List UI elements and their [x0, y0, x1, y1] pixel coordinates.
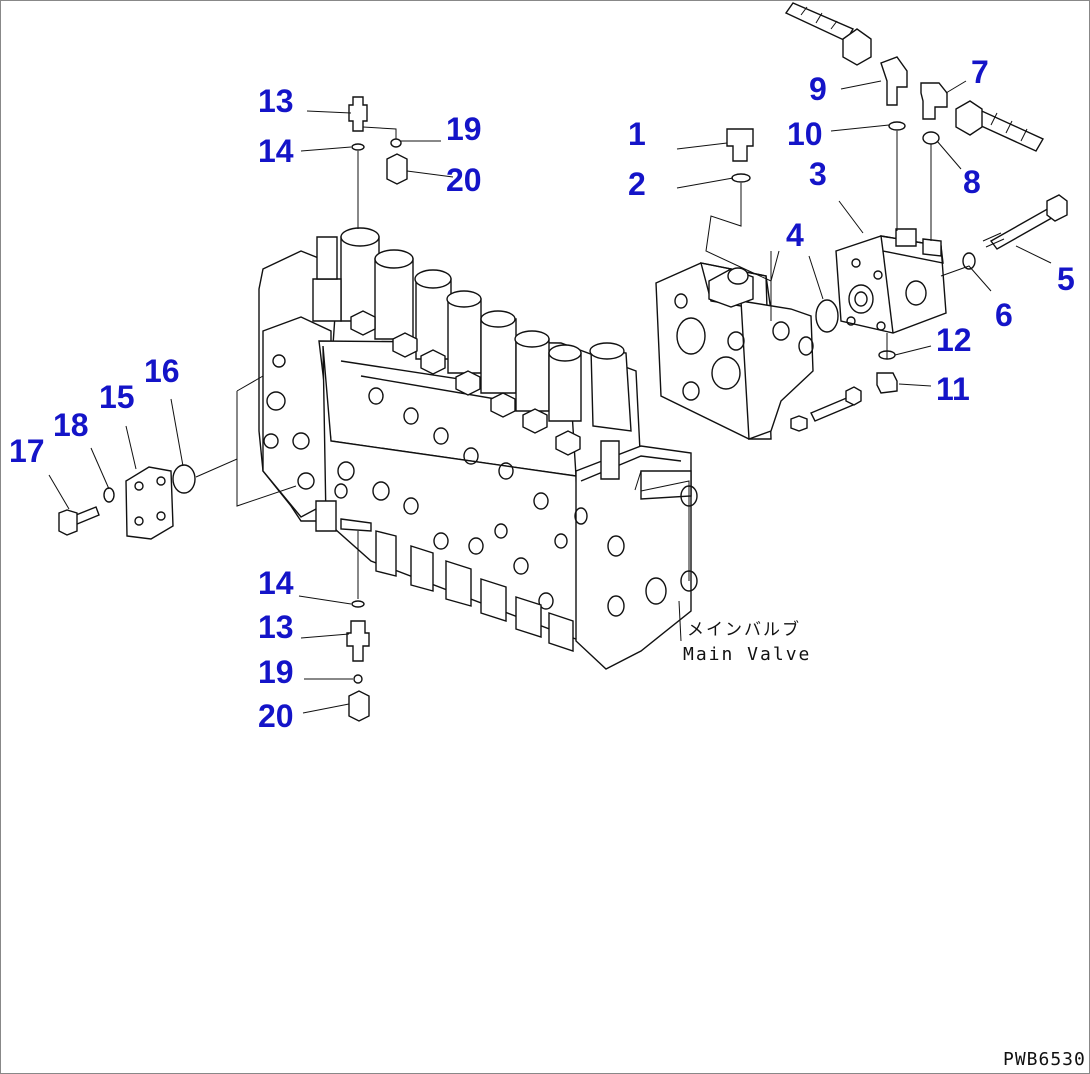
part-6-washer — [962, 252, 976, 270]
callout-12: 12 — [936, 322, 972, 358]
callout-20-top: 20 — [446, 162, 482, 198]
callout-1: 1 — [628, 116, 646, 152]
end-section-plate — [655, 262, 862, 440]
callout-2: 2 — [628, 166, 646, 202]
main-valve-body — [258, 227, 698, 670]
valve-block-3 — [835, 228, 947, 334]
drawing-code: PWB6530 — [1003, 1049, 1086, 1070]
callout-5: 5 — [1057, 261, 1075, 297]
callout-11: 11 — [936, 371, 970, 407]
callout-7: 7 — [971, 54, 989, 90]
callout-17: 17 — [9, 433, 45, 469]
part-8-oring — [922, 131, 940, 145]
parts-bottom — [346, 600, 370, 722]
hose-upper — [784, 2, 872, 66]
main-valve-label-jp: メインバルブ — [687, 619, 801, 640]
callout-3: 3 — [809, 156, 827, 192]
parts-top-left — [348, 96, 408, 185]
callout-8: 8 — [963, 164, 981, 200]
hose-lower — [955, 100, 1044, 152]
callout-13-bottom: 13 — [258, 609, 294, 645]
leader-lines — [48, 80, 1052, 714]
callout-14-top: 14 — [258, 133, 294, 169]
callout-18: 18 — [53, 407, 89, 443]
callout-10: 10 — [787, 116, 823, 152]
callout-15: 15 — [99, 379, 135, 415]
parts-left — [58, 464, 196, 540]
part-2-oring — [731, 173, 751, 183]
part-4-oring — [815, 299, 839, 333]
callout-9: 9 — [809, 71, 827, 107]
callout-14-bottom: 14 — [258, 565, 294, 601]
part-1-plug — [726, 128, 754, 162]
part-10-oring — [888, 121, 906, 131]
callout-13-top: 13 — [258, 83, 294, 119]
callout-6: 6 — [995, 297, 1013, 333]
part-11-fitting — [876, 372, 898, 394]
main-valve-label-en: Main Valve — [683, 644, 811, 665]
callout-19-bottom: 19 — [258, 654, 294, 690]
callout-4: 4 — [786, 217, 804, 253]
part-7-elbow — [920, 82, 948, 120]
part-9-elbow — [880, 56, 908, 106]
callout-16: 16 — [144, 353, 180, 389]
part-5-bolt — [982, 194, 1068, 250]
callout-19-top: 19 — [446, 111, 482, 147]
callout-20-bottom: 20 — [258, 698, 294, 734]
callout-numbers: 1 2 3 4 5 6 7 8 9 10 11 12 13 14 15 16 1… — [9, 54, 1075, 734]
